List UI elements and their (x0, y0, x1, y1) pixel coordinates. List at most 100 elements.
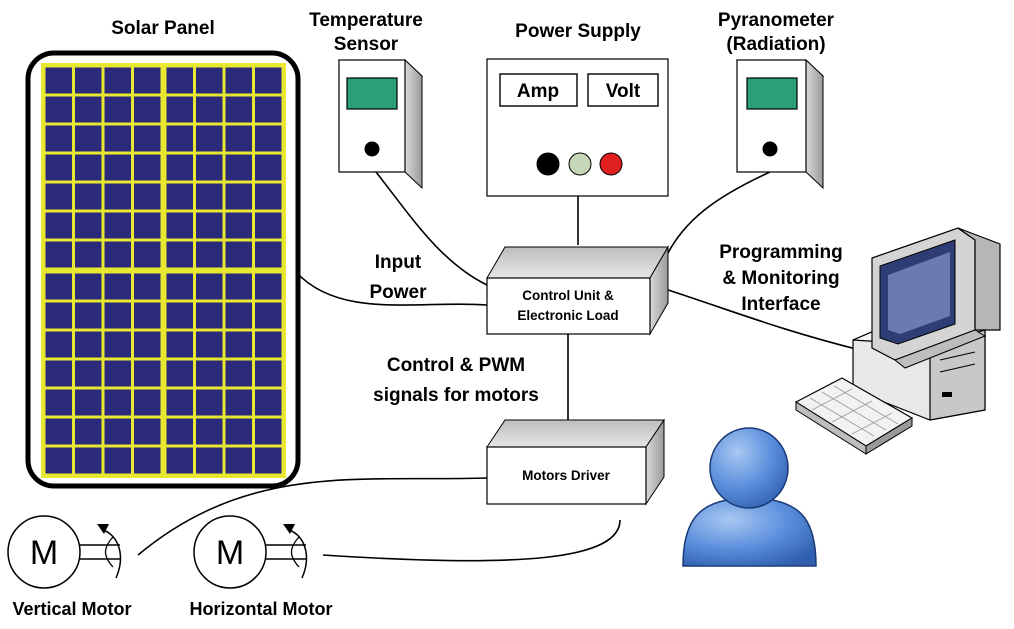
control-unit-box (486, 245, 669, 336)
solar-cell (134, 273, 161, 300)
solar-cell (225, 96, 252, 123)
pyranometer-knob (762, 141, 778, 157)
solar-cell (196, 183, 223, 210)
temperature-sensor-label-line1: Temperature (309, 10, 423, 31)
solar-cell (134, 389, 161, 416)
input-power-label-line1: Input (375, 252, 422, 273)
solar-panel (25, 50, 301, 489)
solar-cell (45, 125, 72, 152)
solar-cell (255, 212, 282, 239)
wire-solar-to-control (295, 271, 488, 306)
solar-cell (45, 154, 72, 181)
solar-cell (196, 154, 223, 181)
solar-cell (166, 273, 193, 300)
solar-cell (134, 96, 161, 123)
solar-cell (104, 331, 131, 358)
solar-cell (45, 273, 72, 300)
temperature-sensor (337, 58, 424, 190)
power-supply-black-terminal (536, 152, 560, 176)
pyranometer (735, 58, 825, 190)
solar-cell (134, 125, 161, 152)
solar-cell (196, 273, 223, 300)
pyranometer-label-line1: Pyranometer (718, 10, 835, 31)
solar-cell (45, 418, 72, 445)
solar-cell (255, 360, 282, 387)
solar-cell (225, 447, 252, 474)
solar-cell (166, 418, 193, 445)
solar-cell (75, 273, 102, 300)
solar-panel-label: Solar Panel (111, 18, 215, 39)
control-signals-label-line1: Control & PWM (387, 355, 525, 376)
interface-label-line1: Programming (719, 242, 843, 263)
solar-cell (104, 96, 131, 123)
solar-cell (134, 418, 161, 445)
solar-cell (196, 125, 223, 152)
solar-cell (45, 389, 72, 416)
solar-cell (255, 67, 282, 94)
solar-cell (225, 302, 252, 329)
vertical-motor-icon (7, 515, 122, 589)
motors-driver-box (486, 418, 665, 506)
interface-label-line2: & Monitoring (722, 268, 839, 289)
solar-cell (255, 183, 282, 210)
solar-cell (45, 96, 72, 123)
solar-cell (196, 241, 223, 268)
control-unit-label-line2: Electronic Load (517, 308, 618, 323)
solar-cell (134, 154, 161, 181)
solar-cell (255, 154, 282, 181)
solar-cell (196, 96, 223, 123)
temperature-sensor-knob (364, 141, 380, 157)
amp-display (499, 73, 578, 107)
solar-cell (166, 241, 193, 268)
solar-cell (104, 389, 131, 416)
solar-cell (75, 331, 102, 358)
solar-cell (75, 241, 102, 268)
solar-cell (134, 212, 161, 239)
solar-cell (75, 447, 102, 474)
solar-cell (75, 183, 102, 210)
horizontal-motor-icon (193, 515, 308, 589)
solar-cell (134, 67, 161, 94)
solar-cell (45, 212, 72, 239)
wire-pyranometer-to-control (661, 171, 771, 267)
wire-driver-to-horizontal-motor (322, 519, 621, 562)
solar-cell (104, 154, 131, 181)
user-icon (682, 427, 817, 567)
solar-cell (45, 331, 72, 358)
input-power-label-line2: Power (369, 282, 427, 303)
solar-cell (255, 418, 282, 445)
horizontal-motor-symbol: M (216, 534, 244, 572)
wire-control-to-pc (661, 287, 861, 351)
solar-cell (104, 418, 131, 445)
solar-cell (104, 125, 131, 152)
solar-cell (134, 183, 161, 210)
solar-cell (104, 241, 131, 268)
solar-cell (255, 96, 282, 123)
solar-cell (75, 96, 102, 123)
solar-cell (255, 241, 282, 268)
solar-cell (196, 389, 223, 416)
solar-cell (104, 360, 131, 387)
power-supply-gray-terminal (568, 152, 592, 176)
temperature-display (346, 77, 398, 110)
vertical-motor-symbol: M (30, 534, 58, 572)
solar-cell (134, 447, 161, 474)
volt-label: Volt (606, 81, 641, 102)
solar-cell (104, 447, 131, 474)
control-unit-label-line1: Control Unit & (522, 288, 614, 303)
solar-cell (225, 154, 252, 181)
interface-label-line3: Interface (741, 294, 820, 315)
solar-cell (75, 212, 102, 239)
solar-cell (104, 273, 131, 300)
solar-panel-cells (41, 63, 286, 478)
solar-cell (225, 418, 252, 445)
solar-cell (166, 447, 193, 474)
solar-cell (166, 67, 193, 94)
solar-cell (196, 360, 223, 387)
solar-cell (225, 331, 252, 358)
solar-cell (134, 331, 161, 358)
solar-cell (225, 212, 252, 239)
solar-cell (166, 96, 193, 123)
motors-driver-label: Motors Driver (522, 468, 611, 483)
